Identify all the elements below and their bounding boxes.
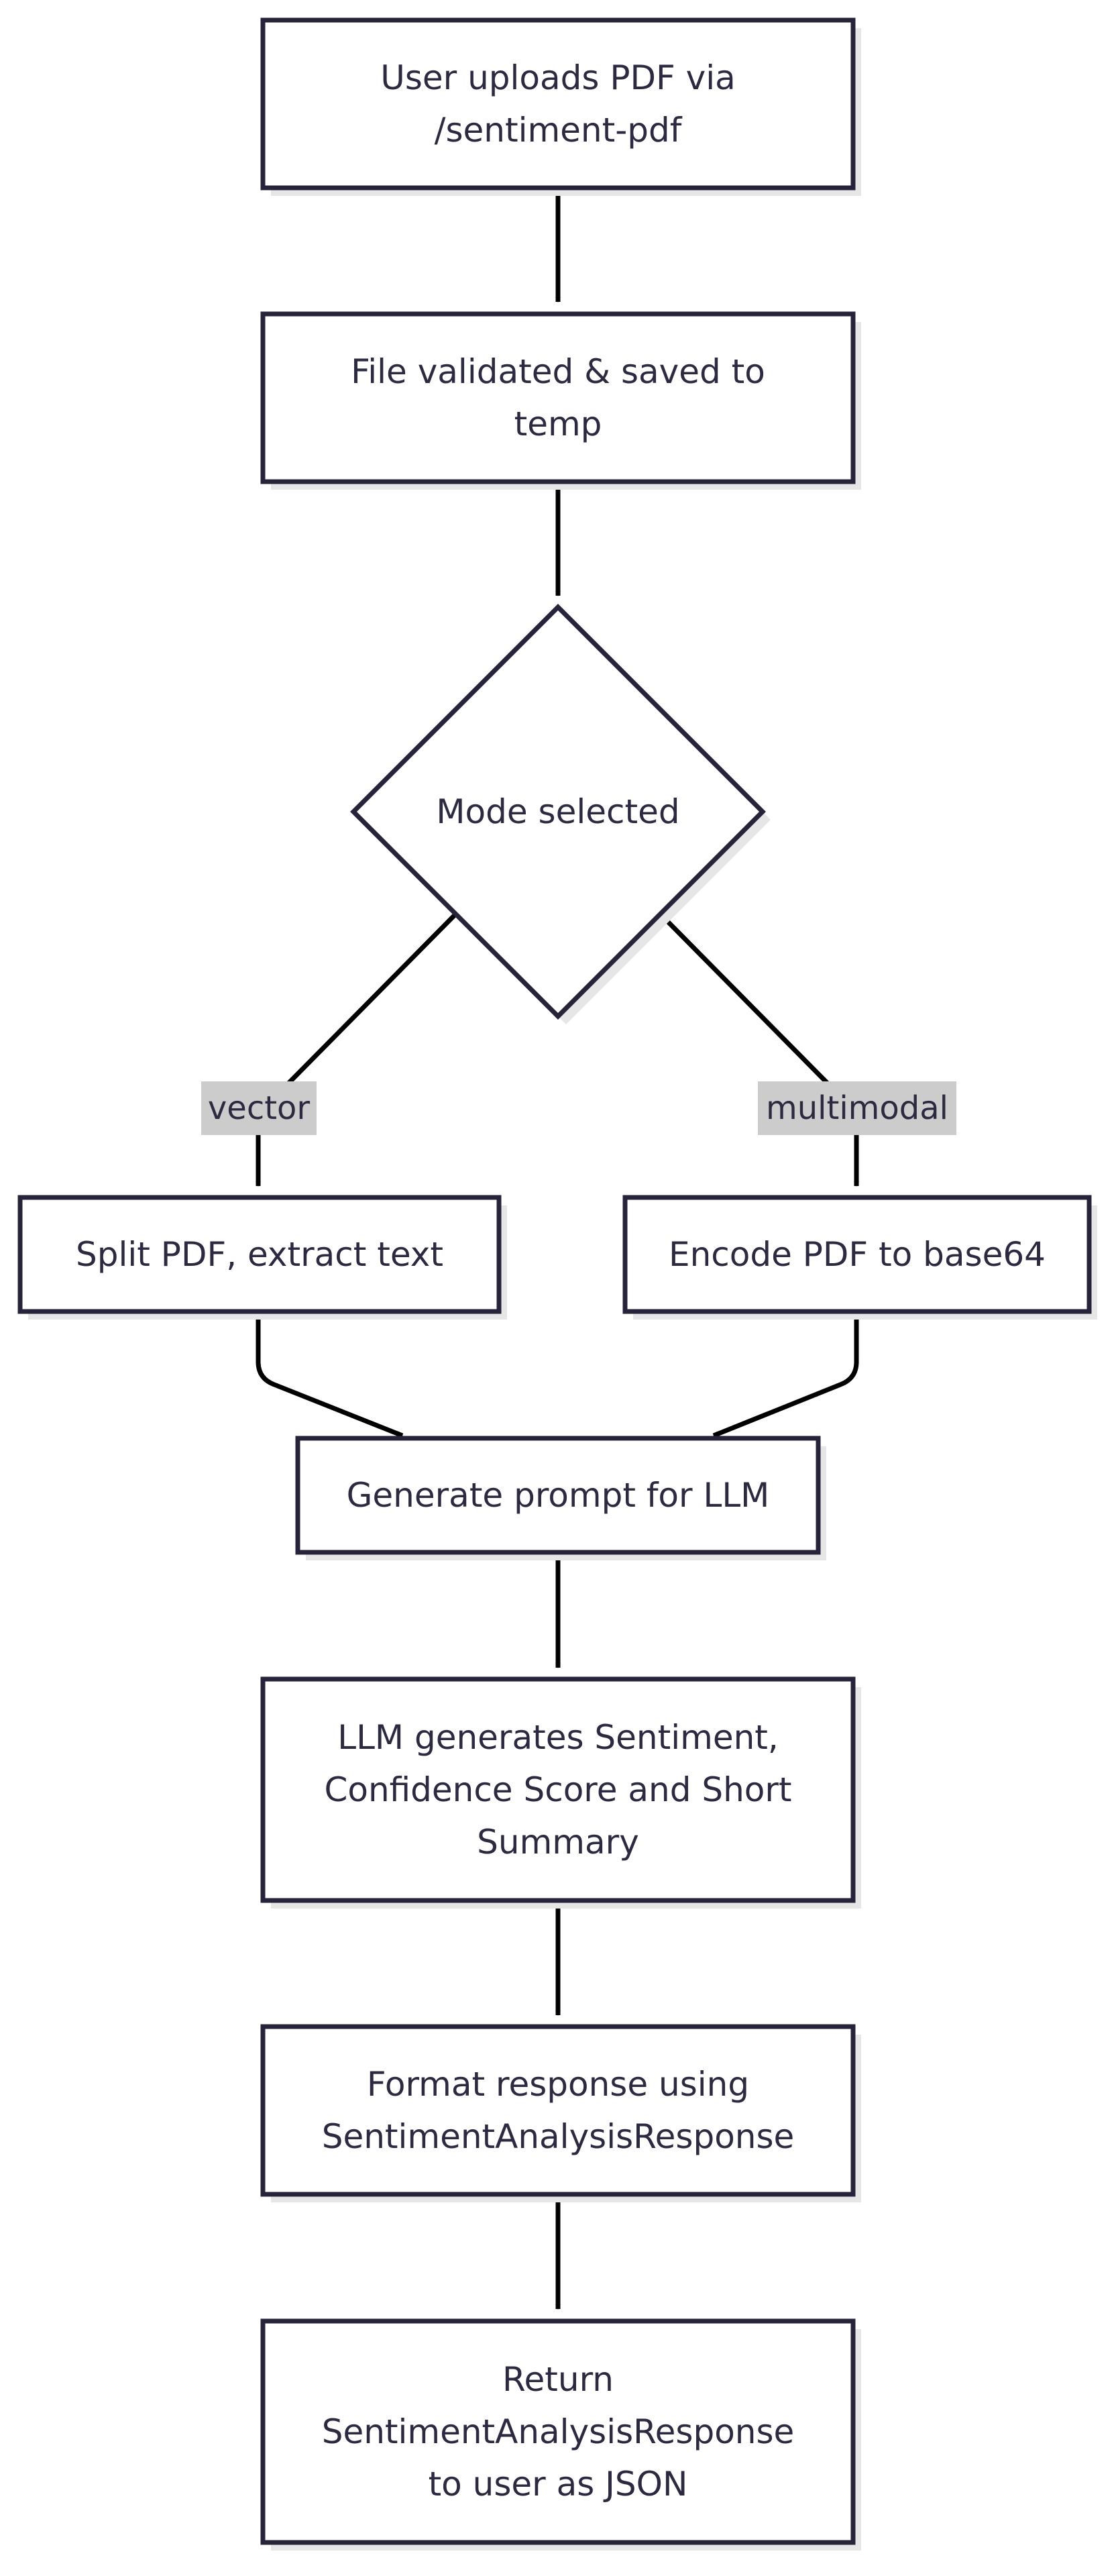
edge-labels-layer: vector multimodal <box>201 1081 956 1135</box>
node-prompt: Generate prompt for LLM <box>295 1436 826 1560</box>
node-label-line: Summary <box>477 1823 639 1862</box>
node-label-line: /sentiment-pdf <box>435 111 683 150</box>
process-box <box>260 2024 856 2197</box>
process-box <box>260 1676 856 1903</box>
node-label-line: Format response using <box>367 2065 749 2104</box>
edge-split-to-prompt <box>256 1311 404 1438</box>
process-box <box>17 1195 502 1314</box>
process-box <box>295 1436 821 1555</box>
node-label-line: Mode selected <box>436 792 679 831</box>
process-box <box>260 17 856 191</box>
edge-label-background <box>758 1081 956 1135</box>
process-box <box>260 2318 856 2545</box>
node-label-line: to user as JSON <box>429 2465 688 2504</box>
node-validate: File validated & saved to temp <box>260 311 861 490</box>
edge-encode-to-prompt <box>712 1311 859 1438</box>
process-box <box>260 311 856 484</box>
edge-label-text: vector <box>208 1089 311 1127</box>
node-mode: Mode selected <box>350 604 771 1024</box>
edge-label-vector: vector <box>201 1081 317 1135</box>
node-label-line: SentimentAnalysisResponse <box>322 2412 795 2451</box>
node-label-line: Confidence Score and Short <box>324 1770 791 1809</box>
node-label-line: SentimentAnalysisResponse <box>322 2117 795 2156</box>
edge-mode-to-encode <box>658 912 859 1187</box>
node-label-line: temp <box>514 405 602 443</box>
node-split: Split PDF, extract text <box>17 1195 507 1320</box>
node-label-line: Encode PDF to base64 <box>669 1235 1046 1274</box>
node-format: Format response usingSentimentAnalysisRe… <box>260 2024 861 2202</box>
decision-diamond <box>350 604 766 1020</box>
node-label-line: Split PDF, extract text <box>76 1235 443 1274</box>
node-label-line: User uploads PDF via <box>380 58 736 97</box>
node-label-line: File validated & saved to <box>351 352 765 391</box>
node-label-line: Return <box>502 2360 614 2399</box>
edge-label-background <box>201 1081 317 1135</box>
node-encode: Encode PDF to base64 <box>622 1195 1097 1320</box>
edge-mode-to-split <box>256 912 458 1187</box>
node-llm: LLM generates Sentiment, Confidence Score… <box>260 1676 861 1909</box>
node-label-line: Generate prompt for LLM <box>347 1476 770 1515</box>
process-box <box>622 1195 1092 1314</box>
node-label-line: LLM generates Sentiment, <box>337 1718 779 1757</box>
edge-label-text: multimodal <box>766 1089 948 1127</box>
node-upload: User uploads PDF via/sentiment-pdf <box>260 17 861 196</box>
edge-label-multimodal: multimodal <box>758 1081 956 1135</box>
